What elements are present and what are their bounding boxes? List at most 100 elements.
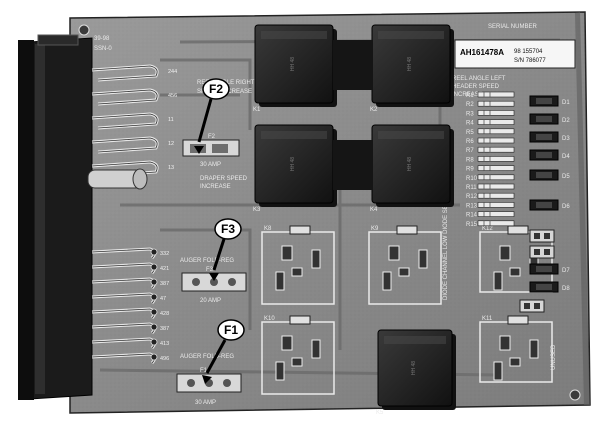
relay-tag: K3 (253, 207, 261, 213)
connector-pins: 244 456 11 12 13 332 421 387 47 428 387 413 496 (91, 64, 177, 365)
relay-marking: HH 48 (407, 57, 413, 71)
pin-number: 12 (168, 141, 174, 147)
resistor-label: R11 (466, 185, 477, 191)
pin-lower: 413 (91, 337, 169, 350)
relay-marking: HH 48 (290, 57, 296, 71)
silk-auger-fold-reg: AUGER FOLD-REG (180, 258, 234, 264)
callout-f3-arrow-icon (209, 273, 219, 281)
resistor-label: R14 (466, 213, 478, 219)
fuse-f3-rating: 20 AMP (200, 298, 221, 304)
socket-tag: K11 (482, 316, 493, 322)
led: D8 (529, 281, 570, 293)
pin-lower: 47 (91, 292, 166, 305)
edge-connector (18, 34, 93, 400)
led: D7 (529, 263, 570, 275)
led-label: D6 (562, 204, 570, 210)
pin-lower: 421 (91, 262, 169, 275)
silk-draper-increase: INCREASE (200, 184, 231, 190)
silk-draper-speed: DRAPER SPEED (200, 176, 248, 182)
pin-lower: 387 (91, 322, 169, 335)
led-label: D5 (562, 174, 570, 180)
relay-socket: K9 (368, 225, 442, 305)
pin-lower: 332 (91, 247, 169, 260)
pin-number: 421 (160, 266, 169, 272)
resistor-label: R4 (466, 121, 474, 127)
resistor: R1 (466, 91, 515, 99)
relay-tag: K5 (376, 410, 384, 416)
callout-f1-arrow-icon (202, 375, 212, 384)
resistor-label: R3 (466, 111, 474, 117)
fuse-f2-rating: 30 AMP (200, 162, 221, 168)
dip-block (519, 299, 545, 313)
pin-number: 11 (168, 117, 174, 123)
fuse-f1-silk: F1 (200, 368, 208, 374)
resistor-label: R6 (466, 139, 474, 145)
led: D3 (529, 131, 570, 143)
relay: HH 48 K2 (370, 24, 454, 113)
resistor: R3 (466, 110, 515, 117)
pin-number: 47 (160, 296, 166, 302)
resistor: R9 (466, 165, 515, 173)
dip-block (529, 245, 555, 259)
pin-number: 387 (160, 281, 169, 287)
part-number: AH161478A (460, 48, 504, 57)
relay: HH 48 K5 (376, 329, 456, 416)
resistor: R5 (466, 128, 515, 136)
relay-marking: HH 48 (407, 157, 413, 171)
silk-reel-angle-left: REEL ANGLE LEFT (452, 76, 506, 82)
relay-socket: K11 (479, 315, 553, 383)
relay-socket: K10 (261, 315, 335, 395)
dip-block (529, 229, 555, 243)
resistor-label: R5 (466, 130, 474, 136)
fuse-f1-rating: 30 AMP (195, 400, 216, 406)
pin-number: 13 (168, 165, 174, 171)
pin-lower: 496 (91, 352, 169, 365)
resistor: R12 (466, 192, 515, 200)
fuse-f3-silk: F3 (206, 267, 214, 273)
resistor-label: R2 (466, 102, 474, 108)
pin-upper: 456 (91, 88, 177, 106)
relay-marking: HH 48 (411, 361, 417, 375)
callout-f3: F3 (209, 218, 242, 281)
socket-tag: K12 (482, 226, 493, 232)
relay-tag: K2 (370, 107, 378, 113)
pin-number: 332 (160, 251, 169, 257)
resistor-label: R12 (466, 194, 478, 200)
silk-unused: UNUSED (551, 344, 557, 370)
led-label: D4 (562, 154, 570, 160)
fuse-f2-silk: F2 (208, 134, 216, 140)
resistor-label: R9 (466, 167, 474, 173)
socket-tag: K9 (371, 226, 379, 232)
resistor: R11 (466, 183, 515, 191)
led-label: D7 (562, 268, 570, 274)
silk-header-speed: HEADER SPEED (452, 84, 500, 90)
pin-upper: 244 (91, 64, 177, 82)
led: D4 (529, 149, 570, 161)
pin-number: 496 (160, 356, 169, 362)
callout-f1-label: F1 (224, 323, 238, 337)
serial-line-2: S/N 786077 (514, 58, 546, 64)
resistor-label: R10 (466, 176, 478, 182)
pcb-board (69, 11, 591, 414)
callout-f3-label: F3 (221, 222, 235, 236)
led: D6 (529, 199, 570, 211)
board-code-1: 39-98 (94, 36, 110, 42)
resistor-label: R1 (466, 93, 474, 99)
resistor-label: R7 (466, 148, 474, 154)
pin-number: 428 (160, 311, 169, 317)
pin-number: 387 (160, 326, 169, 332)
pin-upper: 11 (91, 112, 174, 130)
relay-socket: K12 (479, 225, 553, 293)
resistor: R8 (466, 156, 515, 163)
led-label: D1 (562, 100, 570, 106)
resistor-label: R8 (466, 157, 474, 163)
pin-number: 244 (168, 69, 177, 75)
silk-auger-fold-reg-2: AUGER FOLD-REG (180, 354, 234, 360)
